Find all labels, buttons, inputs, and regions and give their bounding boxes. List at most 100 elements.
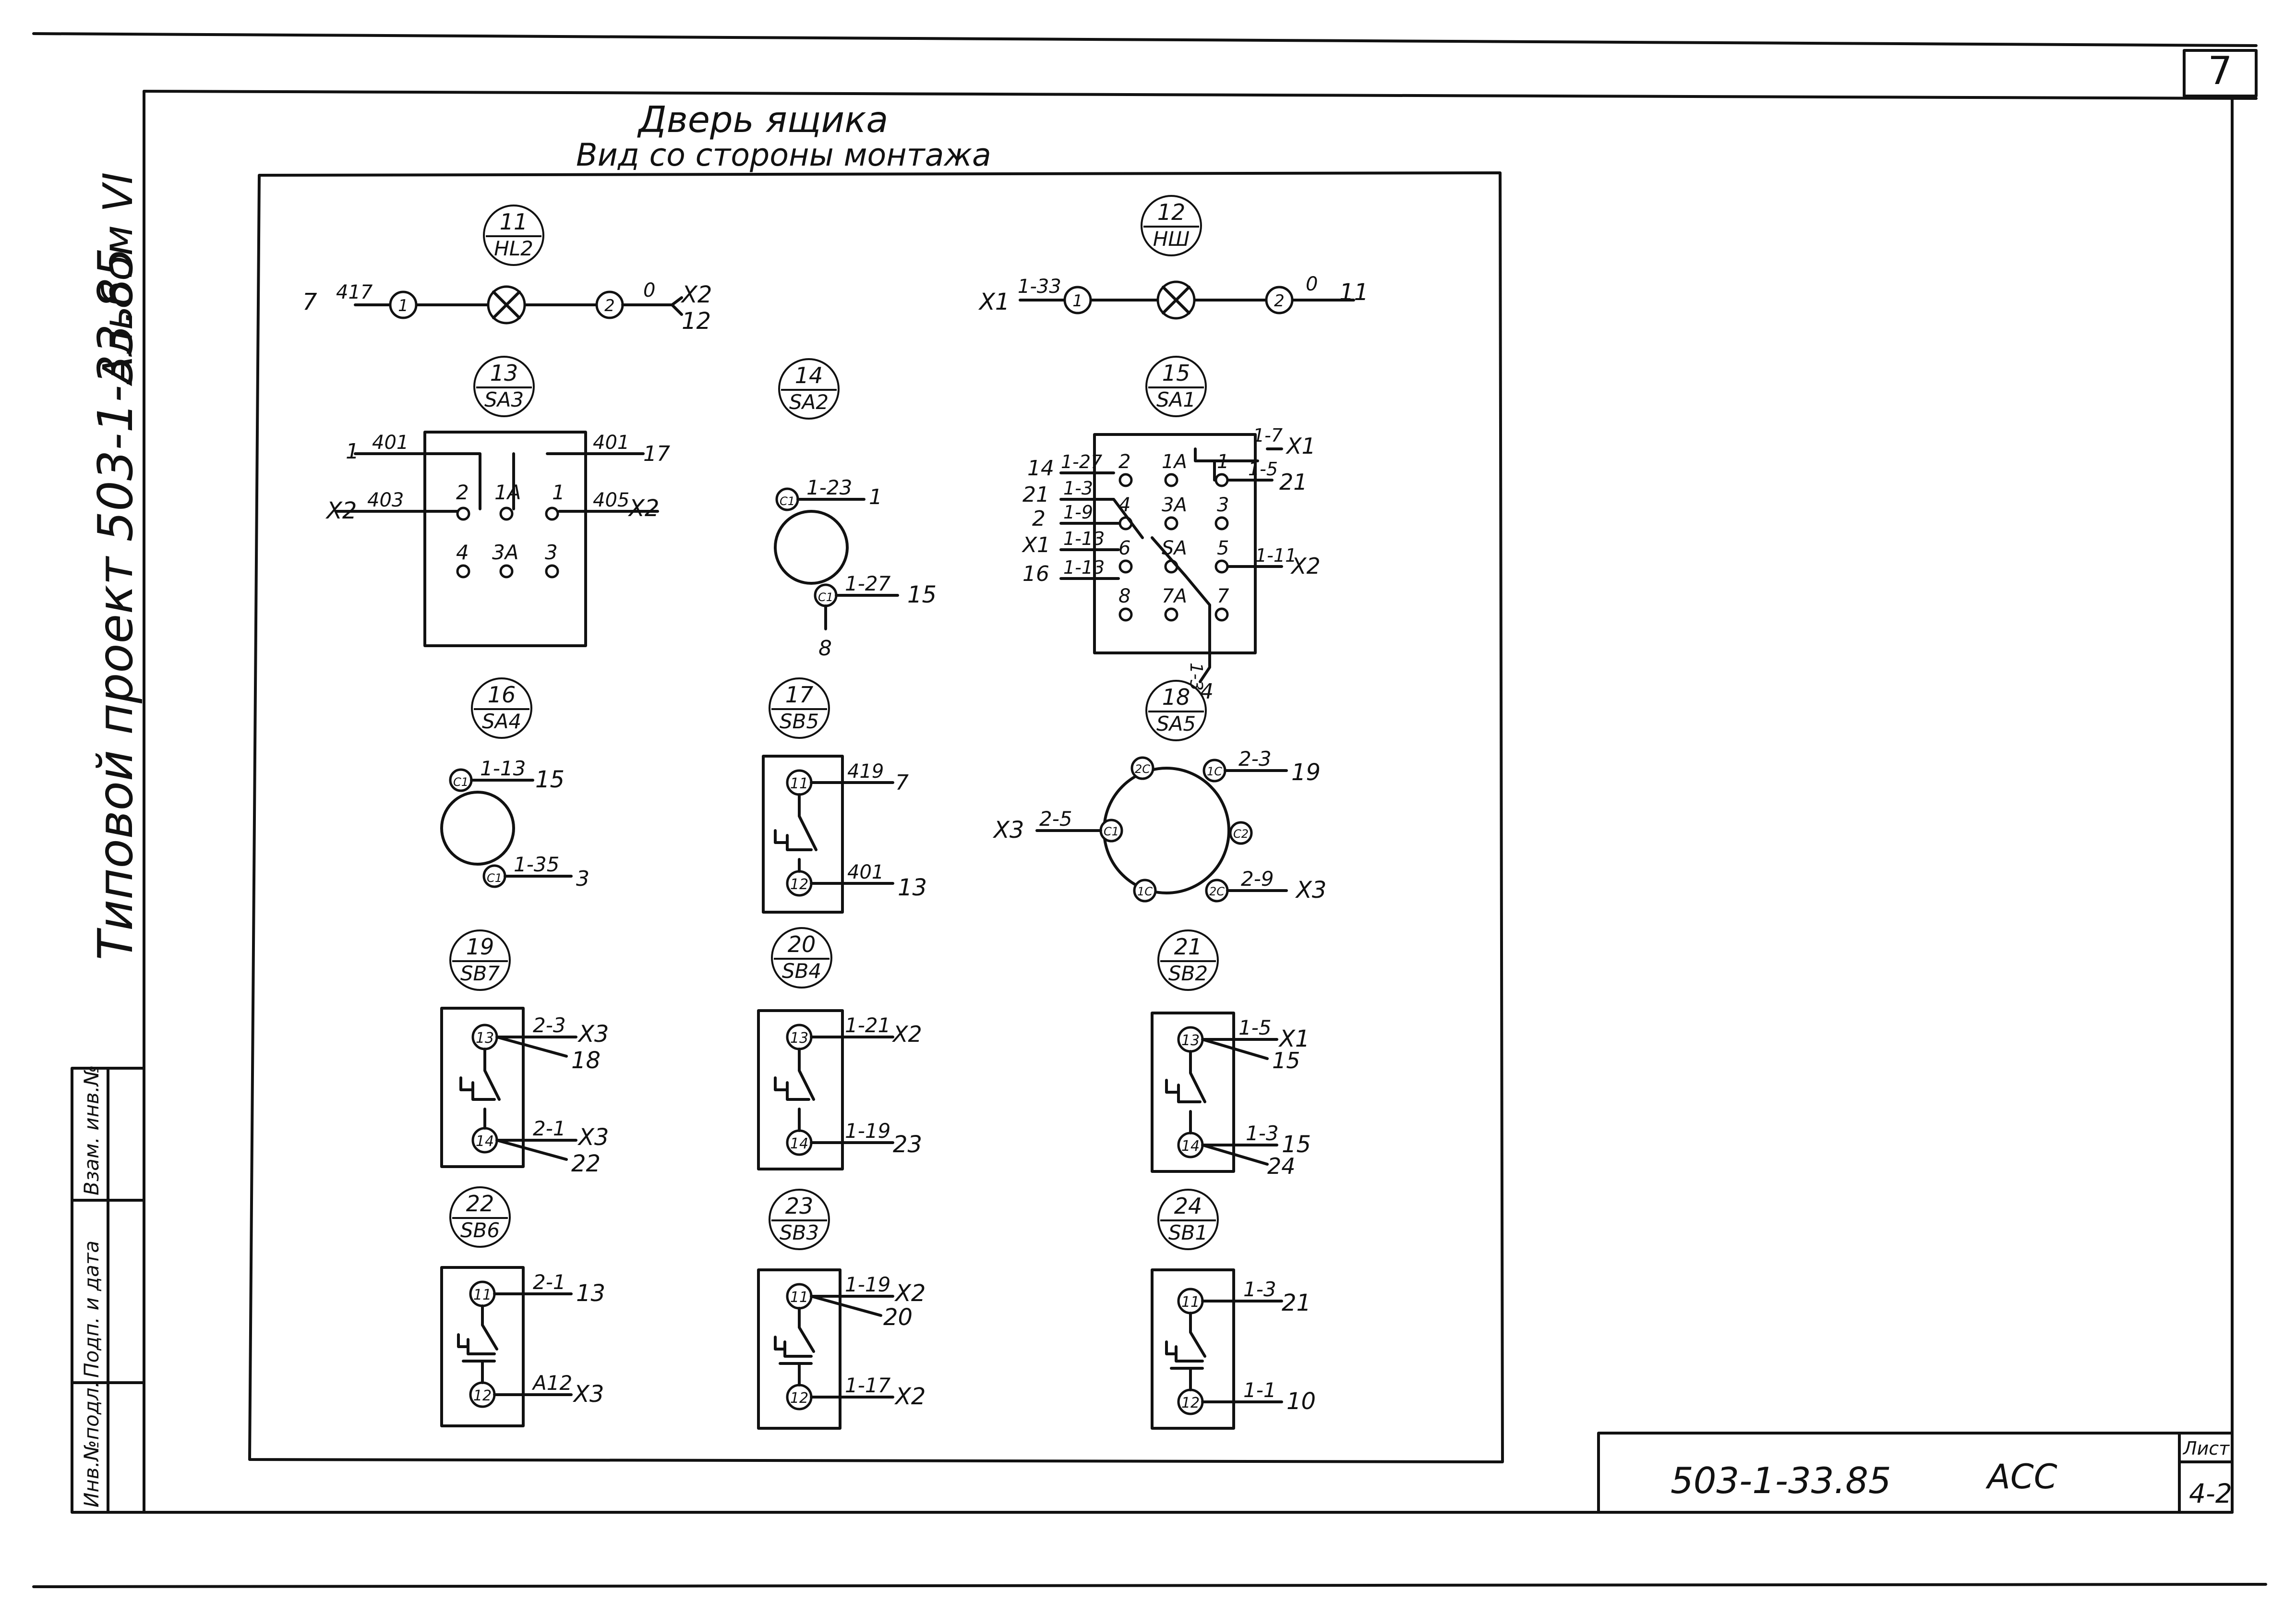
device-code: SB1 — [1168, 1221, 1208, 1244]
wire-label: 1-27 — [845, 572, 891, 595]
device-code: SB5 — [780, 710, 819, 733]
door-outline — [248, 171, 1504, 1463]
wire-label: 2-1 — [533, 1117, 566, 1140]
dest-label: 2 — [1032, 507, 1046, 531]
contact-label: 1А — [1162, 451, 1187, 473]
dest-label: 8 — [818, 636, 832, 661]
contact-label: 1 — [1217, 451, 1229, 473]
dest-label: X3 — [577, 1124, 609, 1151]
device-num: 20 — [788, 931, 816, 957]
dest-label: X3 — [1295, 877, 1326, 904]
dest-label: 21 — [1282, 1290, 1311, 1316]
dest-label: 24 — [1267, 1153, 1296, 1179]
device-12-hsh: 12 НШ 1 2 1-33 X1 0 11 — [978, 195, 1369, 320]
wire-label: 1-33 — [1018, 276, 1061, 298]
wire-label: 1-19 — [845, 1273, 890, 1296]
dest-label: 7 — [302, 289, 317, 315]
dest-label: X1 — [1022, 533, 1050, 557]
dest-label: 1 — [346, 439, 359, 464]
contact-label: 3А — [1162, 494, 1187, 516]
dest-label: 23 — [893, 1131, 922, 1158]
dest-label: X3 — [577, 1021, 609, 1048]
dest-label: 4 — [1200, 679, 1214, 704]
wire-label: 1-21 — [845, 1013, 890, 1037]
dest-label: 20 — [883, 1304, 913, 1331]
wire-label: 1-3 — [1243, 1278, 1276, 1301]
contact-label: SA — [1162, 537, 1187, 559]
wire-label: 419 — [847, 760, 884, 783]
dest-label: X3 — [992, 817, 1024, 844]
wire-label: 1-23 — [806, 476, 852, 499]
terminal: 12 — [790, 876, 808, 893]
device-num: 16 — [488, 682, 516, 708]
device-num: 17 — [785, 682, 814, 708]
title-line2: Вид со стороны монтажа — [576, 137, 991, 173]
side-project-text: Типовой проект 503-1-33.85 — [87, 248, 144, 960]
wire-label: 2-3 — [533, 1013, 566, 1037]
device-num: 12 — [1157, 199, 1186, 225]
wire-label: 1-27 — [1061, 451, 1102, 472]
title-line1: Дверь ящика — [637, 98, 888, 141]
terminal: 1 — [1072, 291, 1083, 311]
dest-label: 21 — [1279, 469, 1308, 495]
contact-label: С1 — [453, 775, 469, 789]
contact-label: 1 — [552, 481, 565, 504]
terminal: 12 — [473, 1387, 492, 1404]
wire-label: 1-13 — [1063, 557, 1105, 578]
device-17-sb5: 17 SB5 11 12 419 7 401 13 — [762, 677, 927, 914]
dest-label: 15 — [1272, 1048, 1300, 1073]
device-14-sa2: 14 SA2 С1 С1 1-23 1 1-27 15 8 — [774, 358, 937, 661]
contact-label: С1 — [818, 591, 833, 604]
device-code: SA5 — [1156, 712, 1196, 736]
stamp-label-2: Подп. и дата — [80, 1241, 103, 1378]
contact-label: 7 — [1217, 585, 1229, 607]
terminal: 11 — [1181, 1294, 1200, 1311]
wire-label: 1-35 — [514, 853, 559, 876]
device-16-sa4: 16 SA4 С1 С1 1-13 15 1-35 3 — [440, 677, 589, 891]
contact-label: 1С — [1207, 765, 1222, 778]
dest-label: 17 — [643, 442, 670, 466]
device-num: 21 — [1174, 934, 1202, 960]
dest-label: X1 — [1278, 1025, 1310, 1052]
dest-label: X2 — [627, 495, 659, 522]
titleblock-mark: АСС — [1985, 1457, 2057, 1496]
terminal: 13 — [790, 1030, 808, 1047]
terminal: 14 — [790, 1135, 808, 1152]
contact-label: 2С — [1135, 762, 1150, 776]
device-11-hl2: 11 HL2 1 2 417 7 0 X2 12 — [302, 205, 712, 335]
wire-label: 403 — [367, 489, 404, 511]
dest-label: X2 — [325, 497, 357, 524]
wire-label: 2-1 — [533, 1270, 566, 1294]
contact-label: С2 — [1233, 827, 1249, 841]
dest-label: X2 — [892, 1021, 922, 1047]
terminal: 12 — [1181, 1395, 1200, 1411]
device-code: SA1 — [1156, 388, 1196, 411]
device-num: 11 — [500, 209, 528, 235]
wire-label: 0 — [1306, 273, 1318, 295]
contact-label: 6 — [1118, 537, 1130, 559]
device-num: 19 — [466, 934, 494, 960]
dest-label: X2 — [1290, 553, 1321, 579]
device-13-sa3: 13 SA3 2 1А 1 4 3А 3 401 1 401 17 403 X2… — [325, 356, 670, 647]
dest-label: 3 — [576, 867, 589, 891]
wire-label: 401 — [847, 861, 884, 883]
contact-label: 2 — [456, 481, 469, 504]
wire-label: 401 — [372, 432, 409, 454]
dest-label: 14 — [1027, 456, 1054, 481]
dest-label: 1 — [869, 485, 882, 509]
contact-label: 4 — [456, 541, 469, 564]
device-19-sb7: 19 SB7 13 14 2-3 X3 18 2-1 X3 22 — [440, 929, 609, 1177]
terminal: 14 — [1181, 1138, 1200, 1155]
dest-label: 16 — [1022, 562, 1049, 586]
titleblock-sheet-label: Лист — [2182, 1438, 2230, 1459]
contact-label: 2 — [1118, 451, 1130, 473]
dest-label: X3 — [572, 1381, 604, 1408]
stamp-label-1: Инв.№подл. — [80, 1381, 103, 1507]
dest-label: 11 — [1339, 279, 1369, 306]
wire-label: А12 — [531, 1371, 572, 1395]
terminal: 11 — [790, 775, 808, 792]
contact-label: 8 — [1118, 585, 1130, 607]
wire-label: 1-7 — [1253, 425, 1283, 446]
device-num: 24 — [1174, 1193, 1202, 1219]
